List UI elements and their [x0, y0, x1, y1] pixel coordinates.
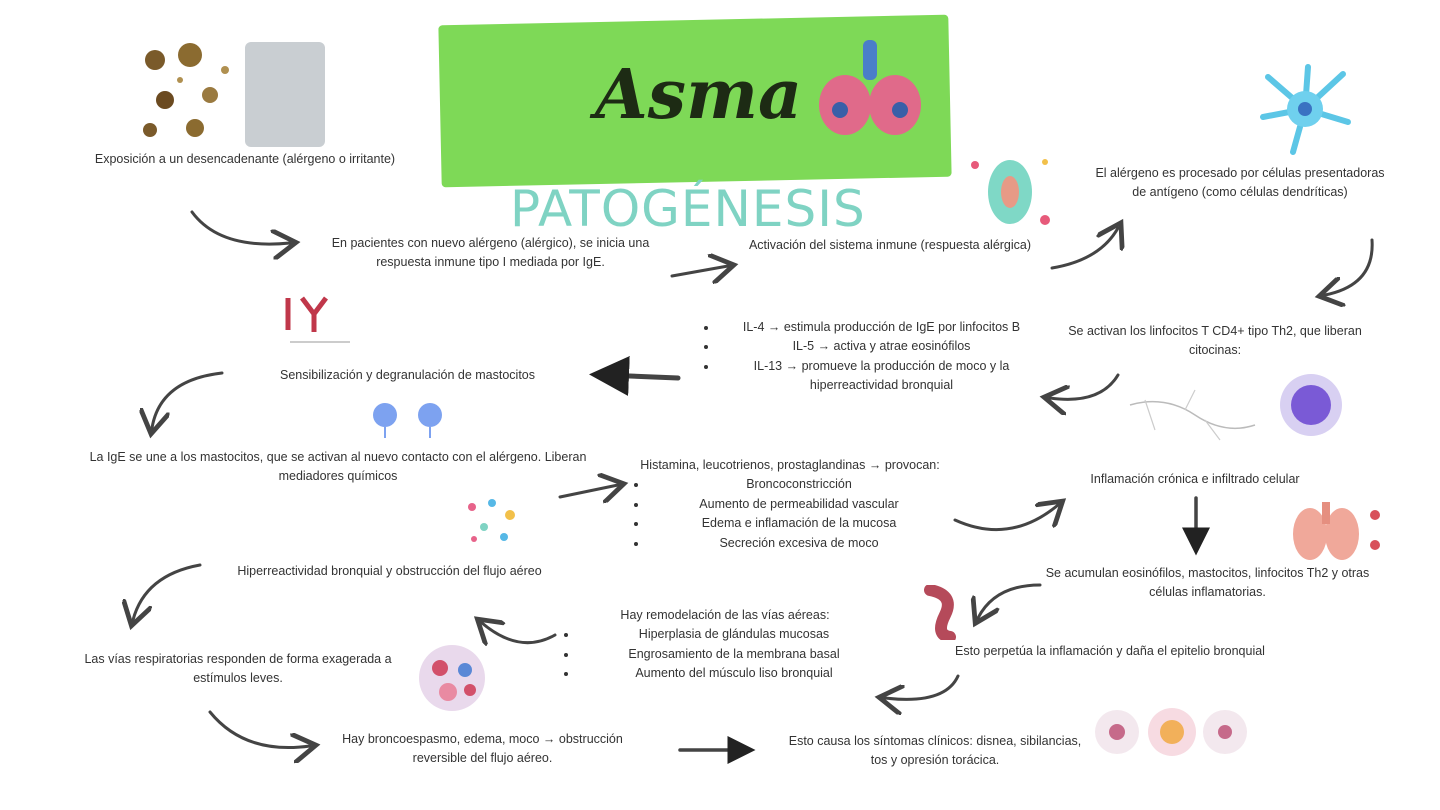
arrow-activation-to-processing: [1052, 228, 1118, 268]
arrow-mastcells-to-mediators: [560, 485, 618, 497]
node-cytokines: IL-4 → estimula producción de IgE por li…: [700, 318, 1045, 396]
arrow-processing-to-th2: [1325, 240, 1372, 295]
arrow-th2-to-cytokines: [1050, 375, 1118, 399]
node-th2-activation: Se activan los linfocitos T CD4+ tipo Th…: [1060, 322, 1370, 361]
list-item: Secreción excesiva de moco: [648, 534, 950, 553]
arrow-airways-to-bronchospasm: [210, 712, 310, 748]
arrow-hyperreactivity-to-airways: [133, 565, 200, 620]
remodeling-intro: Hay remodelación de las vías aéreas:: [560, 606, 890, 625]
list-item: Hiperplasia de glándulas mucosas: [578, 625, 890, 644]
node-chronic-inflammation: Inflamación crónica e infiltrado celular: [1040, 470, 1350, 489]
node-cell-accumulation: Se acumulan eosinófilos, mastocitos, lin…: [1035, 564, 1380, 603]
arrow-sensitization-to-mastcells: [152, 373, 222, 428]
node-remodeling: Hay remodelación de las vías aéreas: Hip…: [560, 606, 890, 684]
node-mediators: Histamina, leucotrienos, prostaglandinas…: [630, 456, 950, 553]
remodeling-list: Hiperplasia de glándulas mucosas Engrosa…: [560, 625, 890, 683]
list-item: Broncoconstricción: [648, 475, 950, 494]
node-airways-respond: Las vías respiratorias responden de form…: [78, 650, 398, 689]
arrow-remodeling-to-hyperreactivity: [482, 623, 555, 643]
node-exposure: Exposición a un desencadenante (alérgeno…: [80, 150, 410, 169]
arrow-exposure-to-first-contact: [192, 212, 290, 244]
cytokine-list: IL-4 → estimula producción de IgE por li…: [700, 318, 1045, 396]
node-sensitization: Sensibilización y degranulación de masto…: [225, 366, 590, 385]
node-perpetuates: Esto perpetúa la inflamación y daña el e…: [950, 642, 1270, 661]
node-hyperreactivity: Hiperreactividad bronquial y obstrucción…: [222, 562, 557, 581]
node-immune-activation: Activación del sistema inmune (respuesta…: [735, 236, 1045, 255]
node-first-contact: En pacientes con nuevo alérgeno (alérgic…: [318, 234, 663, 273]
mediator-list: Broncoconstricción Aumento de permeabili…: [630, 475, 950, 553]
list-item: Edema e inflamación de la mucosa: [648, 514, 950, 533]
list-item: Aumento del músculo liso bronquial: [578, 664, 890, 683]
node-allergen-processing: El alérgeno es procesado por células pre…: [1090, 164, 1390, 203]
mediators-intro: Histamina, leucotrienos, prostaglandinas…: [630, 456, 950, 475]
arrow-perpetuates-to-remodeling: [885, 676, 958, 699]
node-bronchospasm: Hay broncoespasmo, edema, moco → obstruc…: [330, 730, 635, 769]
arrow-first-contact-to-activation: [672, 266, 728, 276]
arrow-cytokines-to-sensitization: [604, 375, 678, 378]
list-item: Aumento de permeabilidad vascular: [648, 495, 950, 514]
list-item: IL-4 → estimula producción de IgE por li…: [718, 318, 1045, 337]
list-item: Engrosamiento de la membrana basal: [578, 645, 890, 664]
arrow-accumulation-to-perpetuates: [978, 585, 1040, 618]
node-symptoms: Esto causa los síntomas clínicos: disnea…: [785, 732, 1085, 771]
list-item: IL-13 → promueve la producción de moco y…: [718, 357, 1045, 396]
arrow-mediators-to-inflammation: [955, 505, 1058, 530]
node-mast-cells: La IgE se une a los mastocitos, que se a…: [78, 448, 598, 487]
list-item: IL-5 → activa y atrae eosinófilos: [718, 337, 1045, 356]
